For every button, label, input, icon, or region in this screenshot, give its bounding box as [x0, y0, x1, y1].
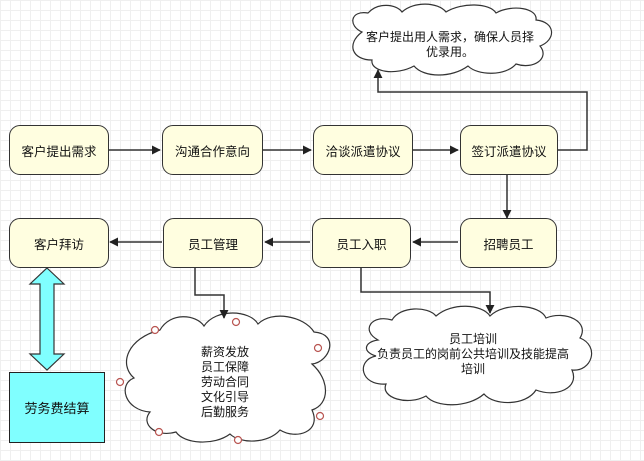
arrow-management-to-cloud: [194, 267, 229, 319]
node-communicate-intent-label: 沟通合作意向: [174, 143, 250, 159]
node-negotiate-agreement-label: 洽谈派遣协议: [325, 143, 401, 159]
node-staff-onboarding-label: 员工入职: [336, 236, 387, 252]
node-labor-fee-settlement[interactable]: 劳务费结算: [9, 372, 105, 443]
cloud-shape-top: [352, 3, 553, 76]
node-staff-management-label: 员工管理: [187, 236, 238, 252]
node-staff-onboarding[interactable]: 员工入职: [312, 218, 411, 268]
cloud-training-text[interactable]: 员工培训 负责员工的岗前公共培训及技能提高 培训: [353, 332, 593, 377]
node-communicate-intent[interactable]: 沟通合作意向: [162, 125, 263, 175]
double-arrow-visit-settlement: [28, 267, 66, 371]
cloud-shape-management: [124, 312, 331, 443]
node-client-request[interactable]: 客户提出需求: [9, 125, 109, 175]
node-negotiate-agreement[interactable]: 洽谈派遣协议: [313, 125, 413, 175]
node-recruit-staff[interactable]: 招聘员工: [460, 218, 557, 268]
node-sign-agreement-label: 签订派遣协议: [471, 143, 547, 159]
selection-handles: [115, 317, 325, 445]
cloud-management-item: 劳动合同: [200, 375, 249, 389]
cloud-training-line1: 员工培训: [448, 332, 497, 346]
node-labor-fee-settlement-label: 劳务费结算: [24, 402, 90, 417]
cloud-shape-training: [362, 305, 593, 406]
node-client-visit[interactable]: 客户拜访: [9, 218, 109, 268]
cloud-top-line1: 客户提出用人需求，确保人员择: [365, 30, 534, 44]
cloud-management-text[interactable]: 薪资发放 员工保障 劳动合同 文化引导 后勤服务: [175, 345, 275, 420]
cloud-management-item: 文化引导: [200, 390, 249, 404]
cloud-top-line2: 优录用。: [425, 45, 474, 59]
node-client-request-label: 客户提出需求: [21, 143, 97, 159]
cloud-management-item: 薪资发放: [200, 345, 249, 359]
node-sign-agreement[interactable]: 签订派遣协议: [460, 125, 558, 175]
cloud-top-text[interactable]: 客户提出用人需求，确保人员择 优录用。: [350, 30, 550, 60]
node-client-visit-label: 客户拜访: [33, 236, 84, 252]
arrow-onboarding-to-training: [360, 267, 495, 314]
arrow-sign-to-top-cloud: [373, 69, 588, 151]
node-staff-management[interactable]: 员工管理: [163, 218, 263, 268]
node-recruit-staff-label: 招聘员工: [483, 236, 534, 252]
cloud-training-line3: 培训: [460, 362, 485, 376]
cloud-management-item: 后勤服务: [200, 405, 249, 419]
cloud-management-item: 员工保障: [200, 360, 249, 374]
cloud-training-line2: 负责员工的岗前公共培训及技能提高: [376, 347, 569, 361]
